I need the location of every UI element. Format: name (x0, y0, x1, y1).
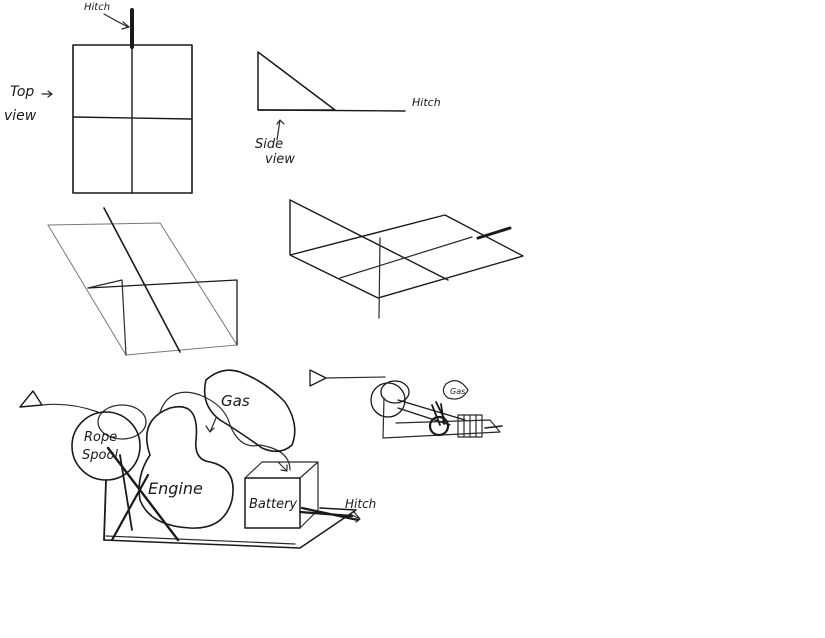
engine-label: Engine (148, 479, 203, 498)
side-view-label-line2: view (265, 152, 295, 167)
small-gas-blob (442, 380, 469, 400)
gas-tank-blob (203, 369, 296, 453)
small-hitch-stub (484, 425, 503, 429)
perspective-left-base (47, 222, 238, 356)
small-gas-label: Gas (450, 387, 465, 396)
side-view-triangle (257, 51, 336, 111)
main-base-edge (105, 535, 296, 545)
top-view-sketch: Hitch Top view (4, 2, 193, 194)
engine-blob (138, 405, 234, 529)
battery-label: Battery (249, 497, 297, 512)
main-brace (119, 454, 133, 531)
side-view-label-line1: Side (255, 137, 283, 152)
rope-spool-label-line2: Spool (82, 448, 118, 463)
perspective-right-crossbar (339, 236, 473, 279)
hitch-arrow-head (121, 21, 130, 30)
hitch-label-bottom: Hitch (345, 497, 376, 511)
main-spool-circle (71, 411, 141, 481)
main-assembly-sketch: Rope Spool Engine Gas Battery Hitch (19, 369, 376, 549)
perspective-left-side (87, 279, 127, 356)
perspective-sketch-left (47, 207, 238, 356)
side-view-ground-line (257, 109, 406, 112)
main-anchor-triangle (19, 390, 43, 408)
perspective-left-upper (87, 279, 238, 346)
side-view-arrow (276, 119, 285, 141)
hitch-bottom-arrow (349, 511, 361, 523)
small-assembly-sketch: Gas (309, 369, 503, 439)
battery-arrow (277, 461, 288, 472)
perspective-left-beam (103, 207, 181, 353)
top-view-label-line1: Top (10, 84, 34, 100)
small-post (382, 397, 385, 439)
main-spool-back (97, 404, 147, 440)
top-view-arrow (41, 90, 53, 98)
main-base-plate (103, 507, 357, 549)
small-belt (397, 399, 466, 426)
side-view-sketch: Hitch Side view (255, 51, 441, 167)
small-anchor-triangle (309, 369, 327, 387)
battery-box-top-side (244, 461, 319, 529)
main-belt-line-2 (110, 473, 150, 542)
small-spool-drum (380, 380, 410, 404)
small-engine-hatch (431, 401, 447, 426)
perspective-right-frame (289, 199, 524, 299)
rope-spool-label-line1: Rope (84, 430, 117, 445)
main-hitch-bar (298, 506, 360, 522)
small-rope-line (325, 376, 386, 379)
hitch-arrow (103, 13, 129, 28)
main-rope-line (41, 403, 99, 413)
hitch-label-top: Hitch (84, 2, 110, 13)
main-front-post (103, 479, 107, 541)
perspective-right-diagonal (289, 199, 449, 281)
perspective-sketch-right (289, 199, 524, 319)
top-view-label-line2: view (4, 108, 37, 124)
perspective-right-hitch (476, 226, 512, 240)
side-view-hitch-label: Hitch (412, 96, 441, 109)
perspective-right-post (378, 237, 381, 319)
gas-label: Gas (221, 392, 250, 410)
small-engine-circle (428, 415, 450, 437)
small-battery-lines (463, 414, 477, 438)
gas-arrow (205, 417, 217, 433)
engine-cover-curve (159, 391, 291, 471)
